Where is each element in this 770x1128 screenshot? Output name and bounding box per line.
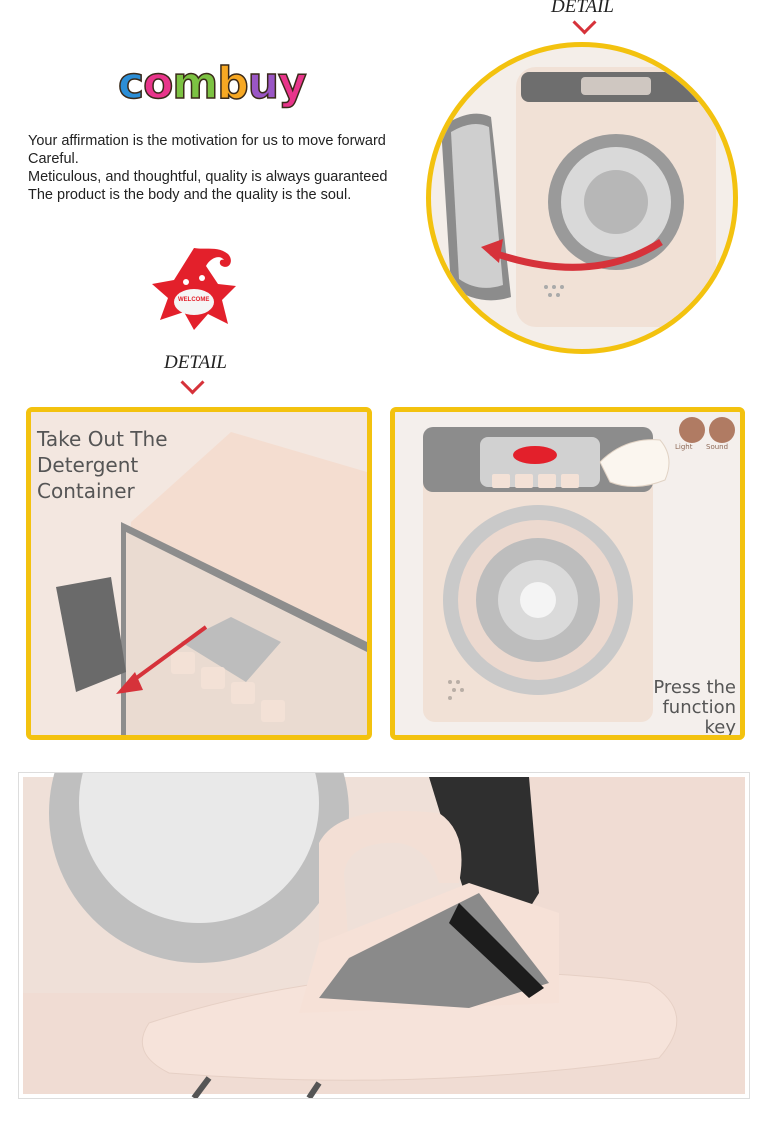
detail-label-middle: DETAIL bbox=[164, 352, 227, 373]
function-key-panel: Light Sound Press the function key bbox=[390, 407, 745, 740]
iron-product-image bbox=[18, 772, 750, 1099]
panel-left-caption: Take Out The Detergent Container bbox=[37, 426, 168, 504]
mascot-image: WELCOME bbox=[148, 244, 240, 334]
tagline-line: The product is the body and the quality … bbox=[28, 187, 352, 203]
caption-line: Container bbox=[37, 479, 135, 503]
caption-line: Press the bbox=[653, 677, 736, 698]
caption-line: Take Out The bbox=[37, 427, 168, 451]
caption-line: Detergent bbox=[37, 453, 139, 477]
tagline-block: Your affirmation is the motivation for u… bbox=[28, 132, 418, 204]
detail-label-top: DETAIL bbox=[551, 0, 614, 17]
caption-line: function bbox=[662, 697, 736, 718]
tagline-line: Meticulous, and thoughtful, quality is a… bbox=[28, 169, 388, 185]
sound-label: Sound bbox=[706, 443, 729, 451]
brand-logo: combuy bbox=[117, 57, 307, 110]
tagline-line: Careful. bbox=[28, 151, 79, 167]
detergent-panel: Take Out The Detergent Container bbox=[26, 407, 372, 740]
detail-circle-image bbox=[426, 42, 738, 354]
chevron-down-icon bbox=[180, 370, 205, 395]
caption-line: key bbox=[704, 717, 736, 738]
tagline-line: Your affirmation is the motivation for u… bbox=[28, 133, 386, 149]
light-label: Light bbox=[675, 443, 693, 451]
panel-right-caption: Press the function key bbox=[653, 677, 736, 738]
mascot-badge: WELCOME bbox=[178, 297, 210, 303]
